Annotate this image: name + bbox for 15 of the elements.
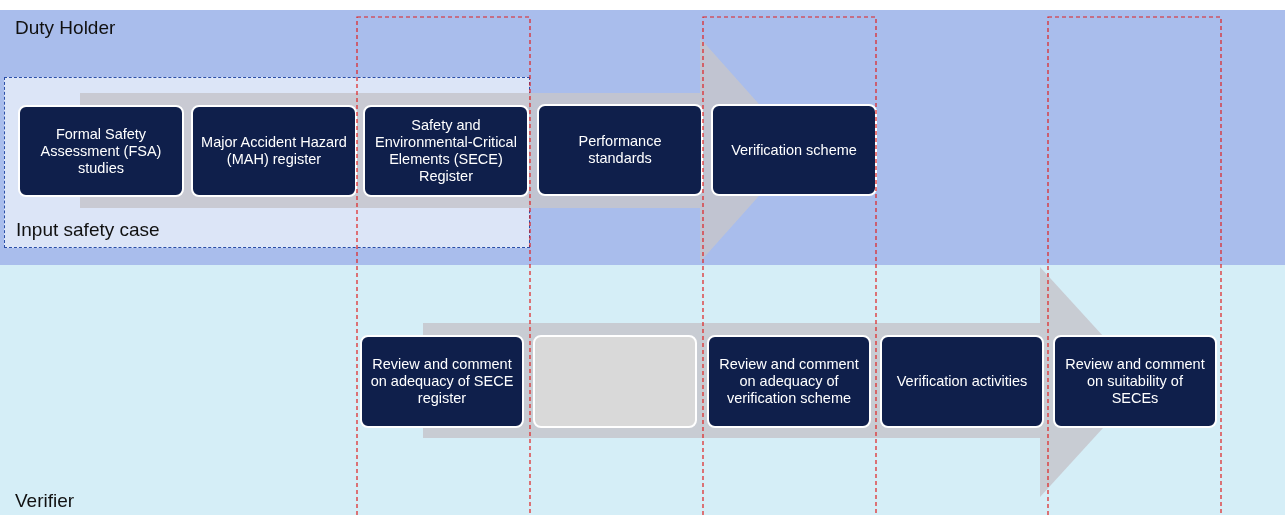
lane-label: Duty Holder (15, 16, 116, 40)
lane-label: Verifier (15, 489, 75, 513)
process-box: Major Accident Hazard (MAH) register (191, 105, 357, 197)
process-box: Performance standards (537, 104, 703, 196)
process-box: Verification scheme (711, 104, 877, 196)
process-box: Verification activities (880, 335, 1044, 428)
placeholder-box (533, 335, 697, 428)
process-box: Review and comment on adequacy of SECE register (360, 335, 524, 428)
lane-label: Input safety case (16, 218, 160, 242)
swimlane (0, 10, 1285, 265)
process-box: Review and comment on adequacy of verification scheme (707, 335, 871, 428)
process-box: Formal Safety Assessment (FSA) studies (18, 105, 184, 197)
process-box: Safety and Environmental-Critical Elements (SECE) Register (363, 105, 529, 197)
swimlane (0, 265, 1285, 515)
process-box: Review and comment on suitability of SECEs (1053, 335, 1217, 428)
